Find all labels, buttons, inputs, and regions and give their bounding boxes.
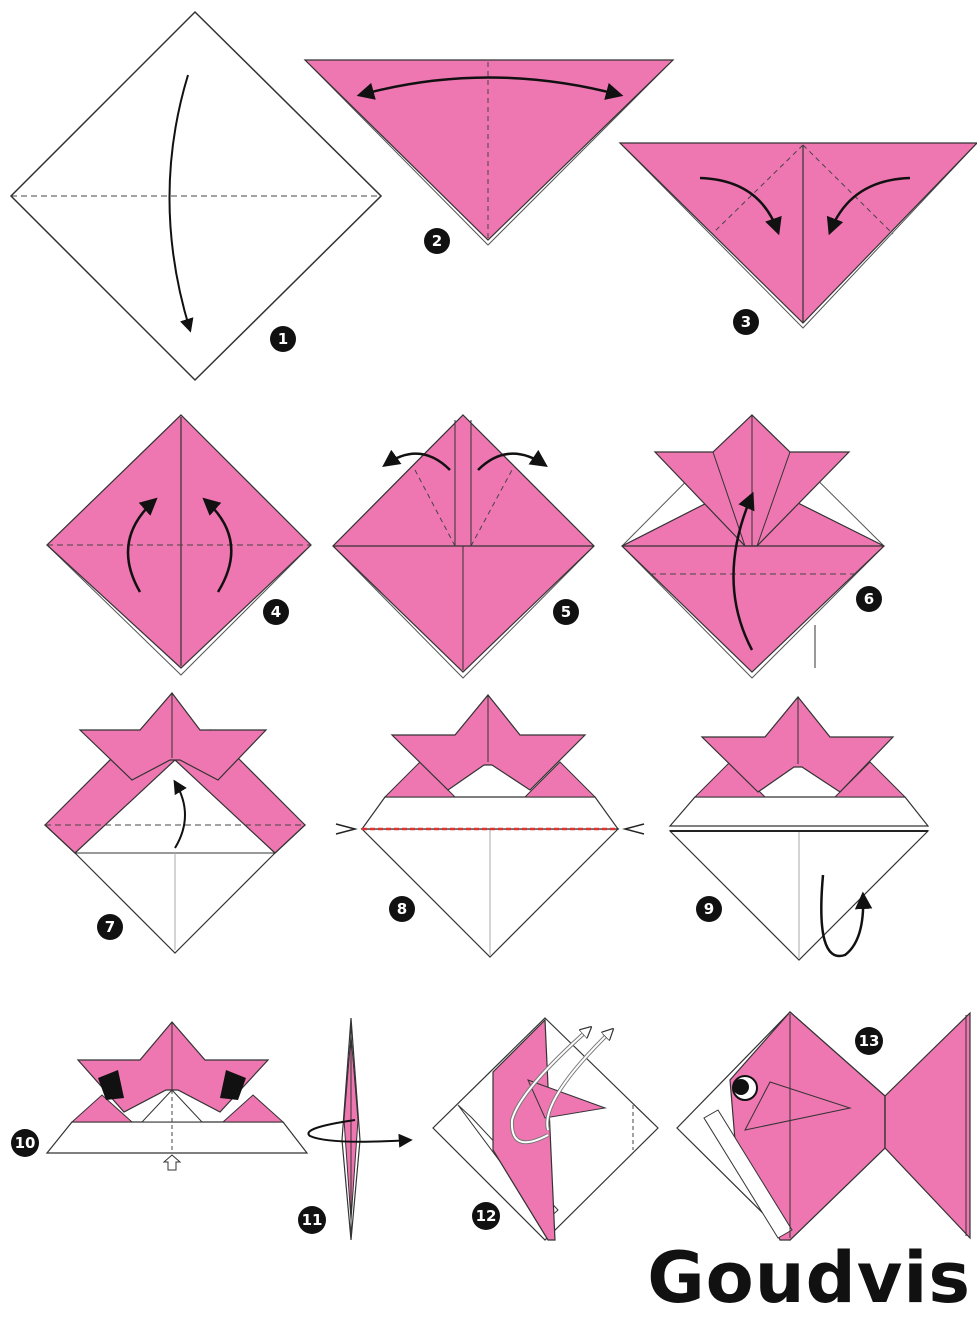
svg-text:6: 6 — [864, 590, 874, 608]
svg-text:8: 8 — [397, 900, 407, 918]
svg-text:1: 1 — [278, 330, 288, 348]
step-11-figure — [308, 1018, 410, 1240]
svg-text:2: 2 — [432, 232, 442, 250]
step-5-figure — [333, 415, 594, 678]
step-11-number: 11 — [298, 1206, 326, 1234]
svg-text:7: 7 — [105, 918, 115, 936]
step-4-number: 4 — [263, 599, 289, 625]
step-8-figure — [336, 695, 644, 957]
step-2-number: 2 — [424, 228, 450, 254]
svg-text:3: 3 — [741, 313, 751, 331]
step-7-figure — [45, 693, 305, 953]
step-8-number: 8 — [389, 896, 415, 922]
step-3-number: 3 — [733, 309, 759, 335]
step-6-figure — [622, 415, 884, 678]
svg-text:11: 11 — [302, 1211, 323, 1229]
step-3-figure — [620, 143, 977, 328]
step-4-figure — [47, 415, 311, 675]
svg-text:12: 12 — [476, 1207, 497, 1225]
step-5-number: 5 — [553, 599, 579, 625]
step-7-number: 7 — [97, 914, 123, 940]
step-13-number: 13 — [855, 1027, 883, 1055]
svg-text:10: 10 — [15, 1134, 36, 1152]
step-12-figure — [433, 1018, 658, 1240]
diagram-title: Goudvis — [647, 1243, 971, 1313]
step-10-number: 10 — [11, 1129, 39, 1157]
svg-text:4: 4 — [271, 603, 281, 621]
step-10-figure — [47, 1022, 307, 1170]
step-9-number: 9 — [696, 896, 722, 922]
svg-text:13: 13 — [859, 1032, 880, 1050]
step-1-number: 1 — [270, 326, 296, 352]
svg-text:5: 5 — [561, 603, 571, 621]
step-13-figure — [677, 1012, 970, 1240]
step-6-number: 6 — [856, 586, 882, 612]
step-12-number: 12 — [472, 1202, 500, 1230]
svg-text:9: 9 — [704, 900, 714, 918]
